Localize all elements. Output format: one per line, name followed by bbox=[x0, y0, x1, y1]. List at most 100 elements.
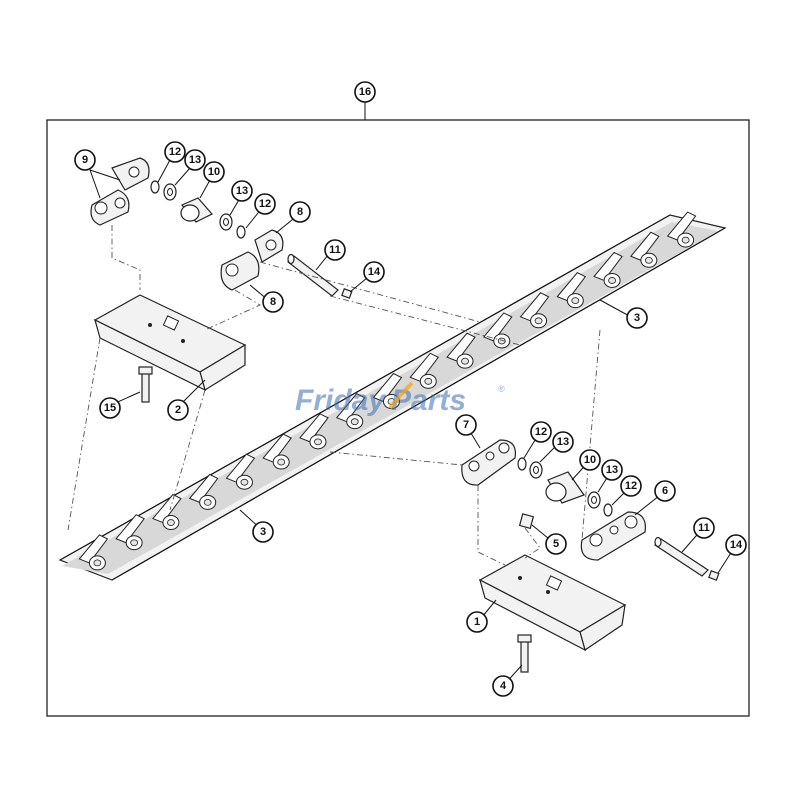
svg-text:13: 13 bbox=[606, 464, 618, 476]
pin-11b bbox=[654, 536, 709, 577]
callout-pin-11a: 11 bbox=[324, 239, 346, 261]
chain-link-plate bbox=[188, 473, 219, 503]
seal-12d bbox=[603, 503, 613, 517]
left-construction-lines bbox=[67, 225, 521, 531]
callout-seal-13a: 13 bbox=[184, 149, 206, 171]
chain-link-plate bbox=[666, 211, 697, 241]
callout-seal-13d: 13 bbox=[601, 459, 623, 481]
chain-link-plate bbox=[519, 292, 550, 322]
nut-block-5 bbox=[518, 513, 535, 530]
chain-link-plate bbox=[335, 393, 366, 423]
callout-seal-12c: 12 bbox=[530, 421, 552, 443]
callout-bushing-10b: 10 bbox=[579, 449, 601, 471]
chain-link-plate bbox=[262, 433, 292, 463]
svg-text:6: 6 bbox=[662, 485, 668, 497]
nut-14b bbox=[708, 570, 720, 581]
callout-bolt-4: 4 bbox=[492, 675, 514, 697]
callout-link-8-lower: 8 bbox=[262, 291, 284, 313]
chain-roller-hub bbox=[93, 559, 102, 567]
link-6 bbox=[580, 511, 646, 561]
callout-bolt-15: 15 bbox=[99, 397, 121, 419]
chain-roller-hub bbox=[203, 498, 212, 506]
link-8-lower bbox=[220, 251, 260, 291]
callout-assembly: 16 bbox=[354, 81, 376, 103]
callout-nut-14b: 14 bbox=[725, 534, 747, 556]
chain-roller-hub bbox=[461, 357, 469, 365]
watermark-part1: Friday bbox=[295, 384, 386, 417]
assembly-frame bbox=[46, 119, 750, 717]
chain-roller-hub bbox=[644, 256, 653, 264]
chain-link-plate bbox=[630, 231, 660, 261]
svg-text:8: 8 bbox=[297, 206, 303, 218]
shoe-2 bbox=[93, 294, 247, 392]
seal-12b bbox=[236, 225, 246, 239]
svg-text:7: 7 bbox=[463, 419, 469, 431]
chain-roller-hub bbox=[314, 438, 322, 446]
svg-text:10: 10 bbox=[584, 454, 596, 466]
callout-chain-upper: 3 bbox=[626, 307, 648, 329]
chain-roller-hub bbox=[608, 277, 616, 284]
seal-12c bbox=[517, 457, 527, 471]
bolt-15 bbox=[138, 366, 153, 403]
chain-roller-hub bbox=[167, 519, 175, 526]
svg-text:16: 16 bbox=[359, 86, 371, 98]
left-link-group bbox=[90, 157, 353, 403]
callout-shoe-2: 2 bbox=[167, 399, 189, 421]
master-link-7 bbox=[461, 439, 517, 486]
callout-shoe-1: 1 bbox=[466, 611, 488, 633]
svg-text:1: 1 bbox=[474, 616, 480, 628]
chain-roller-hub bbox=[571, 297, 580, 305]
svg-text:11: 11 bbox=[329, 244, 341, 256]
chain-roller-hub bbox=[350, 418, 359, 426]
svg-text:2: 2 bbox=[175, 404, 181, 416]
chain-link-plate bbox=[299, 413, 329, 443]
callout-seal-13b: 13 bbox=[231, 180, 253, 202]
callout-seal-12b: 12 bbox=[254, 193, 276, 215]
svg-text:5: 5 bbox=[553, 538, 559, 550]
callout-link-6: 6 bbox=[654, 480, 676, 502]
seal-12a bbox=[150, 180, 160, 194]
svg-text:13: 13 bbox=[189, 154, 201, 166]
callout-seal-13c: 13 bbox=[552, 431, 574, 453]
chain-roller-hub bbox=[240, 478, 249, 486]
bolt-4 bbox=[517, 634, 532, 673]
callout-master-link-7: 7 bbox=[455, 414, 477, 436]
svg-text:10: 10 bbox=[208, 166, 220, 178]
callout-seal-12a: 12 bbox=[164, 141, 186, 163]
svg-text:3: 3 bbox=[260, 526, 266, 538]
svg-text:12: 12 bbox=[259, 198, 271, 210]
watermark-part2: Parts bbox=[391, 384, 466, 417]
chain-link-plate bbox=[78, 534, 109, 564]
callout-nut-block-5: 5 bbox=[545, 533, 567, 555]
svg-text:14: 14 bbox=[730, 539, 743, 551]
pin-11a bbox=[287, 253, 339, 297]
chain-roller-hub bbox=[130, 539, 139, 547]
chain-roller-hub bbox=[277, 458, 286, 466]
chain-roller-hub bbox=[681, 236, 690, 244]
svg-text:11: 11 bbox=[698, 522, 710, 534]
callout-seal-12d: 12 bbox=[620, 475, 642, 497]
svg-text:12: 12 bbox=[169, 146, 181, 158]
svg-text:15: 15 bbox=[104, 402, 116, 414]
callout-pin-11b: 11 bbox=[693, 517, 715, 539]
chain-link-plate bbox=[409, 352, 440, 382]
callout-chain-lower: 3 bbox=[252, 521, 274, 543]
chain-link-plate bbox=[482, 312, 513, 342]
chain-link-plate bbox=[152, 493, 182, 524]
svg-text:9: 9 bbox=[82, 154, 88, 166]
callout-bushing-10a: 10 bbox=[203, 161, 225, 183]
svg-text:4: 4 bbox=[500, 680, 507, 692]
track-chain bbox=[58, 211, 727, 581]
right-construction-lines bbox=[329, 329, 601, 566]
callout-nut-14a: 14 bbox=[363, 261, 385, 283]
chain-link-plate bbox=[225, 453, 256, 483]
svg-text:13: 13 bbox=[236, 185, 248, 197]
chain-link-plate bbox=[446, 332, 476, 362]
svg-text:3: 3 bbox=[634, 312, 640, 324]
watermark-mark: ® bbox=[498, 384, 505, 394]
chain-link-plate bbox=[115, 514, 145, 544]
chain-roller-hub bbox=[534, 317, 543, 325]
chain-link-plate bbox=[372, 372, 403, 403]
